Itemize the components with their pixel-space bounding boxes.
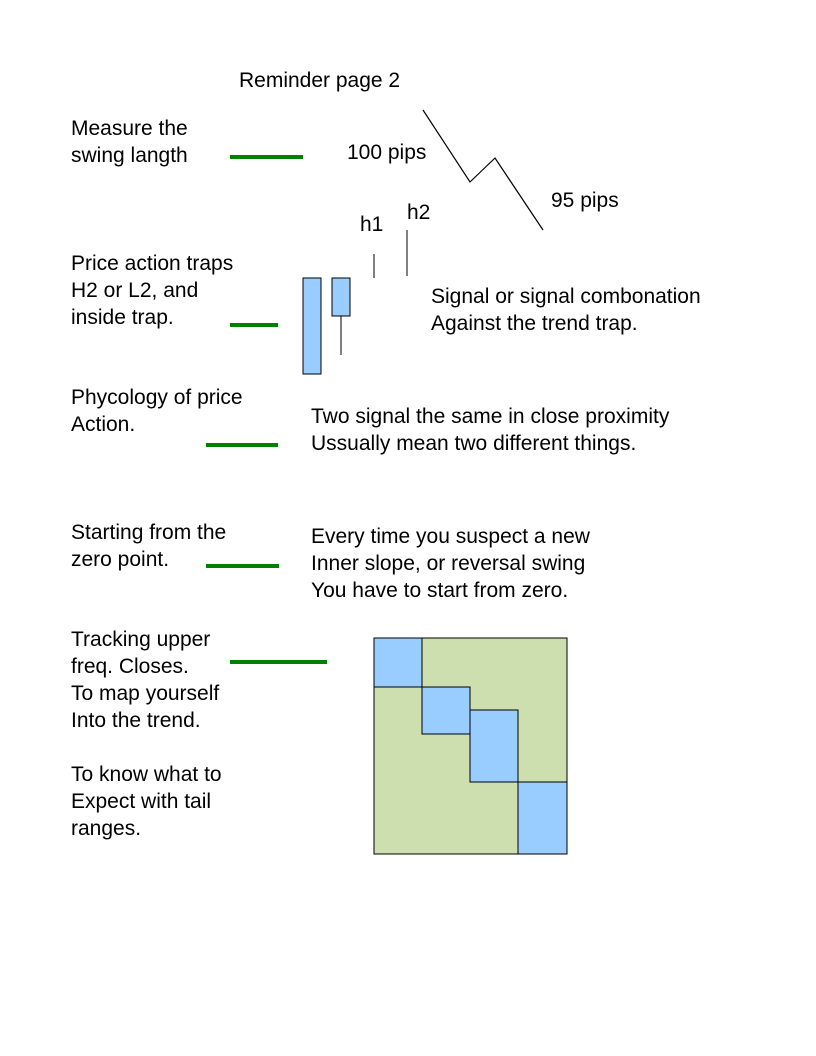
candle-small [331, 277, 351, 317]
grid-cell-1 [373, 637, 423, 688]
swing-length-label-line: swing langth [71, 144, 188, 167]
swing-length-connector [230, 155, 303, 159]
traps-label-line: H2 or L2, and [71, 279, 199, 302]
upper-freq-label: Tracking upper freq. Closes. To map your… [71, 626, 222, 842]
h1-label: h1 [360, 213, 384, 236]
zero-point-note-line: Every time you suspect a new [311, 525, 590, 548]
zero-point-label: Starting from the zero point. [71, 519, 226, 573]
swing-leg1-label: 100 pips [347, 141, 427, 164]
psychology-connector [206, 443, 278, 447]
zero-point-label-line: zero point. [71, 548, 170, 571]
psychology-note-line: Two signal the same in close proximity [311, 405, 670, 428]
traps-note: Signal or signal combonation Against the… [431, 283, 701, 337]
upper-freq-label-line: To know what to [71, 763, 222, 786]
grid-cell-4 [517, 781, 568, 855]
swing-leg2-label: 95 pips [551, 189, 619, 212]
grid-cell-2 [421, 686, 471, 735]
zero-point-note-line: Inner slope, or reversal swing [311, 552, 586, 575]
swing-length-label: Measure the swing langth [71, 115, 188, 169]
psychology-note: Two signal the same in close proximity U… [311, 403, 669, 457]
traps-label: Price action traps H2 or L2, and inside … [71, 250, 233, 331]
page-title: Reminder page 2 [239, 69, 401, 92]
psychology-label: Phycology of price Action. [71, 384, 243, 438]
upper-freq-label-line: Expect with tail [71, 790, 212, 813]
swing-zigzag-line [422, 109, 544, 231]
zero-point-note-line: You have to start from zero. [311, 579, 569, 602]
upper-freq-label-line: Tracking upper [71, 628, 211, 651]
traps-note-line: Against the trend trap. [431, 312, 638, 335]
zero-point-note: Every time you suspect a new Inner slope… [311, 523, 590, 604]
upper-freq-label-line: freq. Closes. [71, 655, 189, 678]
zero-point-connector [206, 564, 279, 568]
upper-freq-label-line: Into the trend. [71, 709, 201, 732]
traps-label-line: Price action traps [71, 252, 234, 275]
traps-note-line: Signal or signal combonation [431, 285, 701, 308]
upper-freq-connector [230, 660, 327, 664]
psychology-note-line: Ussually mean two different things. [311, 432, 637, 455]
upper-freq-label-line: ranges. [71, 817, 142, 840]
traps-connector [230, 323, 278, 327]
zero-point-label-line: Starting from the [71, 521, 227, 544]
grid-cell-3 [469, 709, 519, 783]
traps-label-line: inside trap. [71, 306, 174, 329]
psychology-label-line: Action. [71, 413, 136, 436]
swing-length-label-line: Measure the [71, 117, 188, 140]
upper-freq-label-line: To map yourself [71, 682, 220, 705]
h2-label: h2 [407, 201, 431, 224]
psychology-label-line: Phycology of price [71, 386, 243, 409]
candle-large [302, 277, 322, 375]
